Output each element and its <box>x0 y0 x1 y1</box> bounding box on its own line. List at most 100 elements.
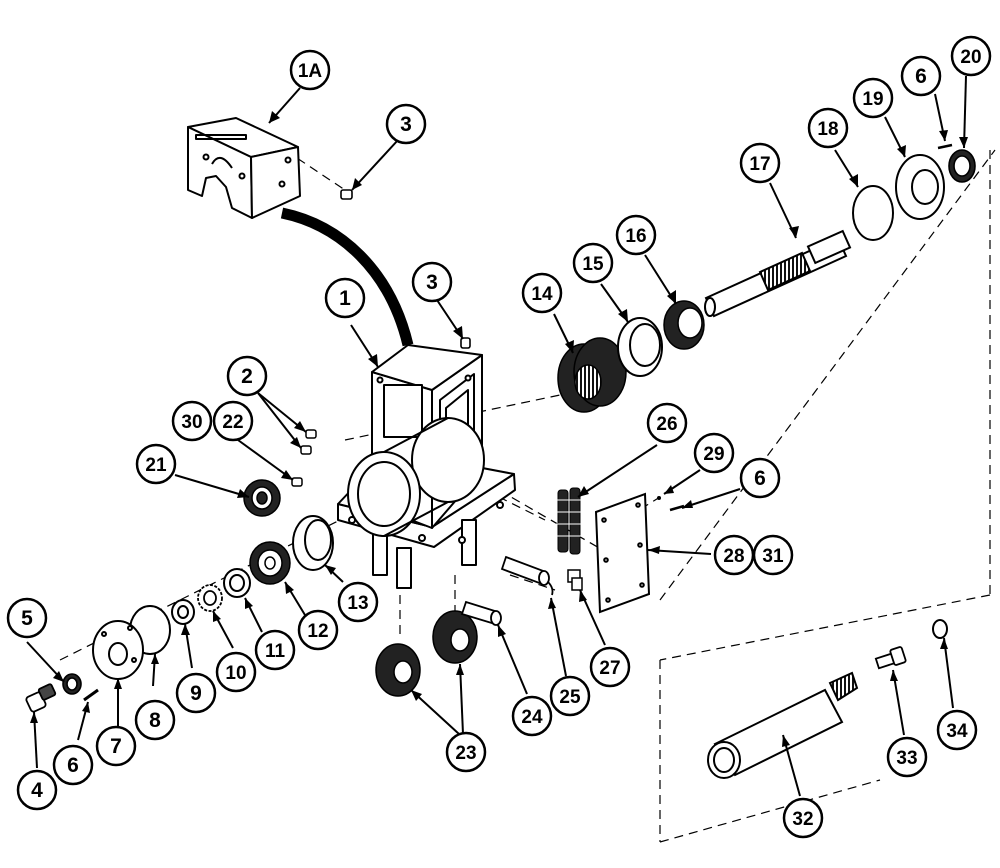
callout-label: 10 <box>225 663 246 684</box>
callout-circle <box>693 432 735 474</box>
callout-label: 27 <box>599 658 620 679</box>
callout-circle <box>134 699 176 741</box>
callout-c-29: 29 <box>693 432 735 474</box>
callout-label: 3 <box>426 271 438 294</box>
callout-label: 6 <box>67 754 79 777</box>
callout-circle <box>212 400 254 442</box>
callout-label: 32 <box>792 809 813 830</box>
lockwasher-10-part <box>197 584 223 612</box>
callout-c-17: 17 <box>739 142 781 184</box>
callout-c-6c: 6 <box>52 744 94 786</box>
callout-label: 26 <box>656 414 677 435</box>
callout-c-11: 11 <box>254 629 296 671</box>
callout-circle <box>16 769 58 811</box>
shaft-17-part <box>704 229 852 318</box>
leader-lines <box>26 75 967 797</box>
shaft-32-part <box>707 671 859 779</box>
ring-15-part <box>617 317 663 377</box>
sprocket-14-part <box>557 337 627 413</box>
callout-c-23: 23 <box>445 731 487 773</box>
chain-26-part <box>556 487 582 555</box>
screw-2-part <box>291 429 317 487</box>
callout-c-31: 31 <box>752 534 794 576</box>
callout-label: 22 <box>222 412 243 433</box>
callout-c-28: 28 <box>713 534 755 576</box>
callout-circle <box>886 736 928 778</box>
callout-circle <box>411 261 453 303</box>
callout-label: 16 <box>625 226 646 247</box>
plate-7-part <box>92 620 144 680</box>
bolt-33-part <box>874 646 907 670</box>
callout-c-2: 2 <box>226 355 268 397</box>
callout-circle <box>739 142 781 184</box>
callout-c-26: 26 <box>646 402 688 444</box>
callout-circle <box>511 695 553 737</box>
pin-6-part <box>83 688 99 702</box>
pin-6-upper-part <box>937 143 953 150</box>
pins-24-25-part <box>460 555 554 626</box>
callout-label: 5 <box>21 607 33 630</box>
alignment-lines <box>59 149 996 843</box>
callout-circle <box>782 797 824 839</box>
callout-c-5: 5 <box>6 597 48 639</box>
callout-circle <box>385 103 427 145</box>
arrowheads <box>30 111 968 747</box>
callout-circle <box>852 77 894 119</box>
callout-label: 4 <box>31 779 43 802</box>
callout-label: 17 <box>749 154 770 175</box>
callout-label: 3 <box>400 113 412 136</box>
callout-c-1: 1 <box>324 277 366 319</box>
callout-circle <box>521 272 563 314</box>
callout-circle <box>936 709 978 751</box>
callout-label: 9 <box>190 682 202 705</box>
callout-label: 13 <box>347 593 368 614</box>
gasket-18-part <box>852 185 894 241</box>
callout-circle <box>324 277 366 319</box>
callout-circle <box>615 214 657 256</box>
callout-circle <box>297 609 339 651</box>
callout-c-10: 10 <box>215 651 257 693</box>
callout-label: 11 <box>265 641 286 662</box>
callout-c-20: 20 <box>950 35 992 77</box>
small-pins-part <box>657 496 685 512</box>
callout-circle <box>289 49 331 91</box>
callout-label: 7 <box>110 735 122 758</box>
callout-label: 15 <box>582 254 604 275</box>
bearing-16-part <box>663 300 705 350</box>
callout-c-3b: 3 <box>411 261 453 303</box>
nut-9-part <box>171 599 195 625</box>
callout-c-27: 27 <box>589 646 631 688</box>
callout-c-8: 8 <box>134 699 176 741</box>
callout-c-22: 22 <box>212 400 254 442</box>
callout-c-16: 16 <box>615 214 657 256</box>
callout-label: 25 <box>559 687 581 708</box>
callout-c-1A: 1A <box>289 49 331 91</box>
callout-label: 23 <box>455 743 476 764</box>
callout-c-13: 13 <box>337 581 379 623</box>
callout-c-30: 30 <box>171 400 213 442</box>
callout-c-34: 34 <box>936 709 978 751</box>
callout-circle <box>445 731 487 773</box>
callout-c-19: 19 <box>852 77 894 119</box>
sprocket-12-part <box>249 541 291 585</box>
callout-label: 6 <box>754 467 766 490</box>
seal-20-part <box>948 149 976 183</box>
callout-label: 8 <box>149 709 161 732</box>
callout-circle <box>900 55 942 97</box>
callout-circle <box>6 597 48 639</box>
callout-label: 24 <box>521 707 543 728</box>
callout-c-14: 14 <box>521 272 563 314</box>
fitting-4-part <box>25 683 57 713</box>
callout-label: 33 <box>896 748 917 769</box>
callout-label: 34 <box>946 721 968 742</box>
callout-circle <box>337 581 379 623</box>
callout-c-18: 18 <box>807 107 849 149</box>
callout-circle <box>226 355 268 397</box>
callout-c-25: 25 <box>549 675 591 717</box>
screw-part <box>340 189 471 349</box>
callout-circle <box>175 672 217 714</box>
callout-circle <box>739 457 781 499</box>
callout-label: 14 <box>531 284 553 305</box>
callout-label: 1A <box>298 61 323 82</box>
